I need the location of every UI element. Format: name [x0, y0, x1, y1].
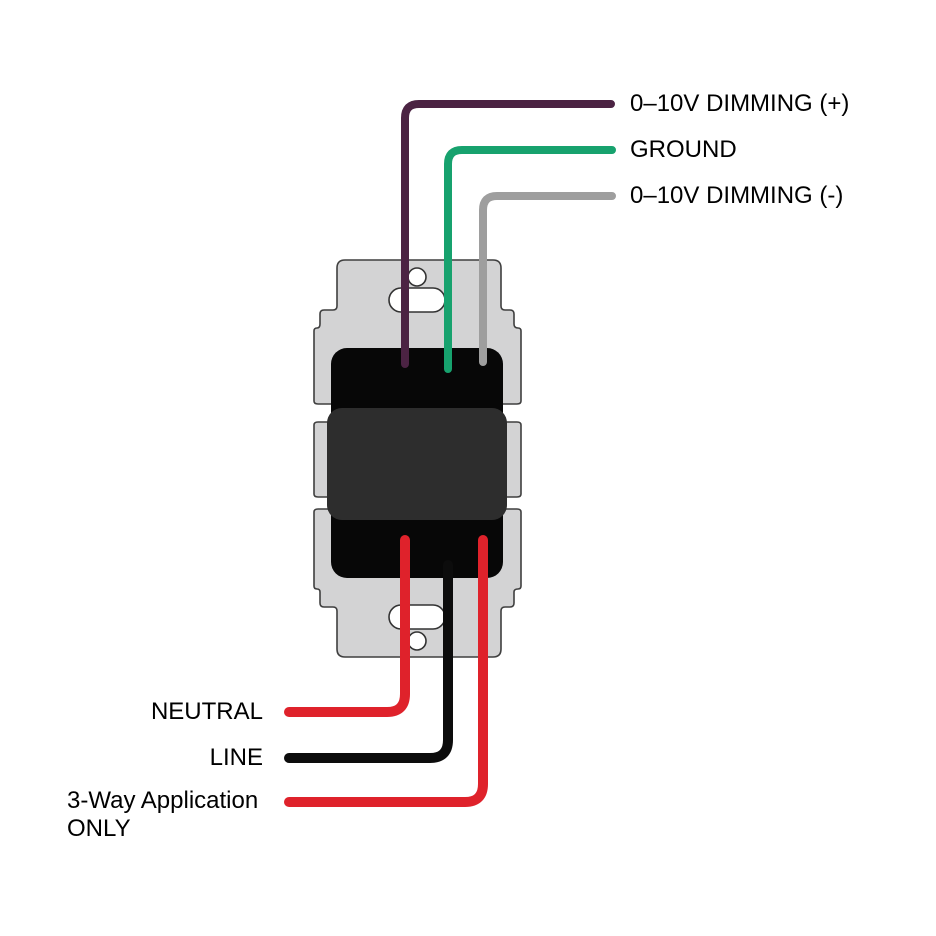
bottom-screw-hole-icon — [407, 631, 427, 651]
line-label: LINE — [209, 744, 263, 771]
neutral-wire — [284, 535, 410, 717]
three-way-wire — [284, 535, 488, 807]
three-way-label-line2: ONLY — [67, 815, 131, 842]
dimming-minus-wire — [479, 192, 616, 366]
line-wire — [284, 560, 453, 763]
bottom-mounting-slot-icon — [388, 604, 446, 630]
three-way-label: 3-Way Application ONLY — [67, 787, 258, 843]
ground-wire — [444, 146, 616, 373]
top-screw-hole-icon — [407, 267, 427, 287]
dimming-minus-label: 0–10V DIMMING (-) — [630, 182, 844, 209]
ground-label: GROUND — [630, 136, 737, 163]
three-way-label-line1: 3-Way Application — [67, 787, 259, 814]
dimming-plus-label: 0–10V DIMMING (+) — [630, 90, 850, 117]
neutral-label: NEUTRAL — [150, 698, 263, 725]
top-mounting-slot-icon — [388, 287, 446, 313]
switch-paddle — [327, 408, 507, 520]
dimming-plus-wire — [401, 100, 615, 368]
